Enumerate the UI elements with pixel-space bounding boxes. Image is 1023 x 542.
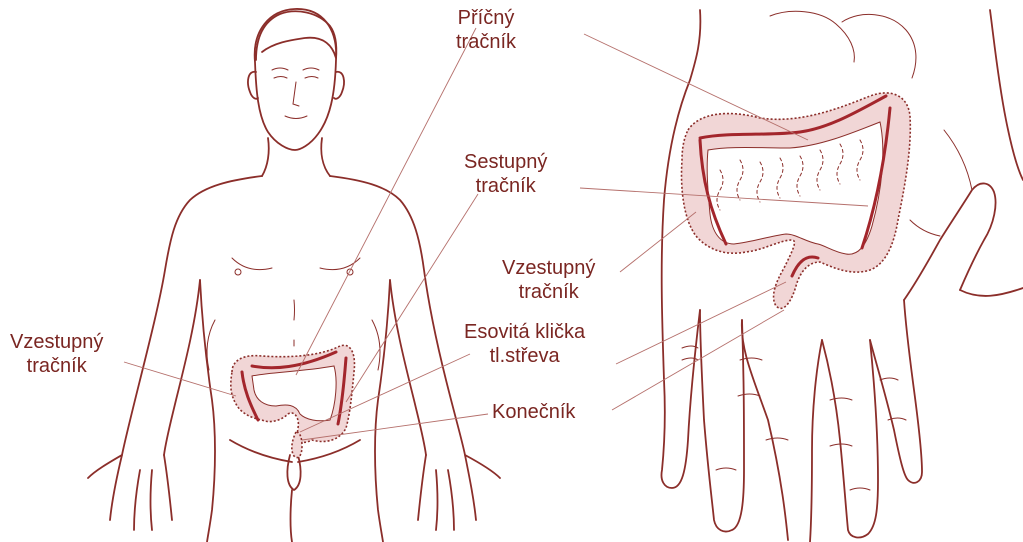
label-ascending-right-line1: Vzestupný xyxy=(502,256,595,280)
label-sigmoid-colon: Esovitá klička tl.střeva xyxy=(464,320,585,368)
label-transverse-line1: Příčný xyxy=(456,6,516,30)
label-ascending-left-line2: tračník xyxy=(10,354,103,378)
label-ascending-colon-right: Vzestupný tračník xyxy=(502,256,595,304)
label-sigmoid-line1: Esovitá klička xyxy=(464,320,585,344)
label-ascending-right-line2: tračník xyxy=(502,280,595,304)
body-colon-icon xyxy=(231,345,355,457)
label-descending-line1: Sestupný xyxy=(464,150,547,174)
leader-transverse-body xyxy=(296,28,476,375)
label-descending-line2: tračník xyxy=(464,174,547,198)
body-figure-icon xyxy=(88,9,500,542)
label-ascending-left-line1: Vzestupný xyxy=(10,330,103,354)
label-rectum: Konečník xyxy=(492,400,575,424)
leader-ascending-palm xyxy=(620,212,696,272)
label-sigmoid-line2: tl.střeva xyxy=(464,344,585,368)
label-transverse-colon: Příčný tračník xyxy=(456,6,516,54)
label-rectum-line1: Konečník xyxy=(492,400,575,424)
label-transverse-line2: tračník xyxy=(456,30,516,54)
label-ascending-colon-left: Vzestupný tračník xyxy=(10,330,103,378)
label-descending-colon: Sestupný tračník xyxy=(464,150,547,198)
body-rectum xyxy=(292,432,302,458)
palm-figure-icon xyxy=(661,10,1023,542)
leader-descending-body xyxy=(346,194,478,402)
palm-colon-icon xyxy=(682,93,911,308)
